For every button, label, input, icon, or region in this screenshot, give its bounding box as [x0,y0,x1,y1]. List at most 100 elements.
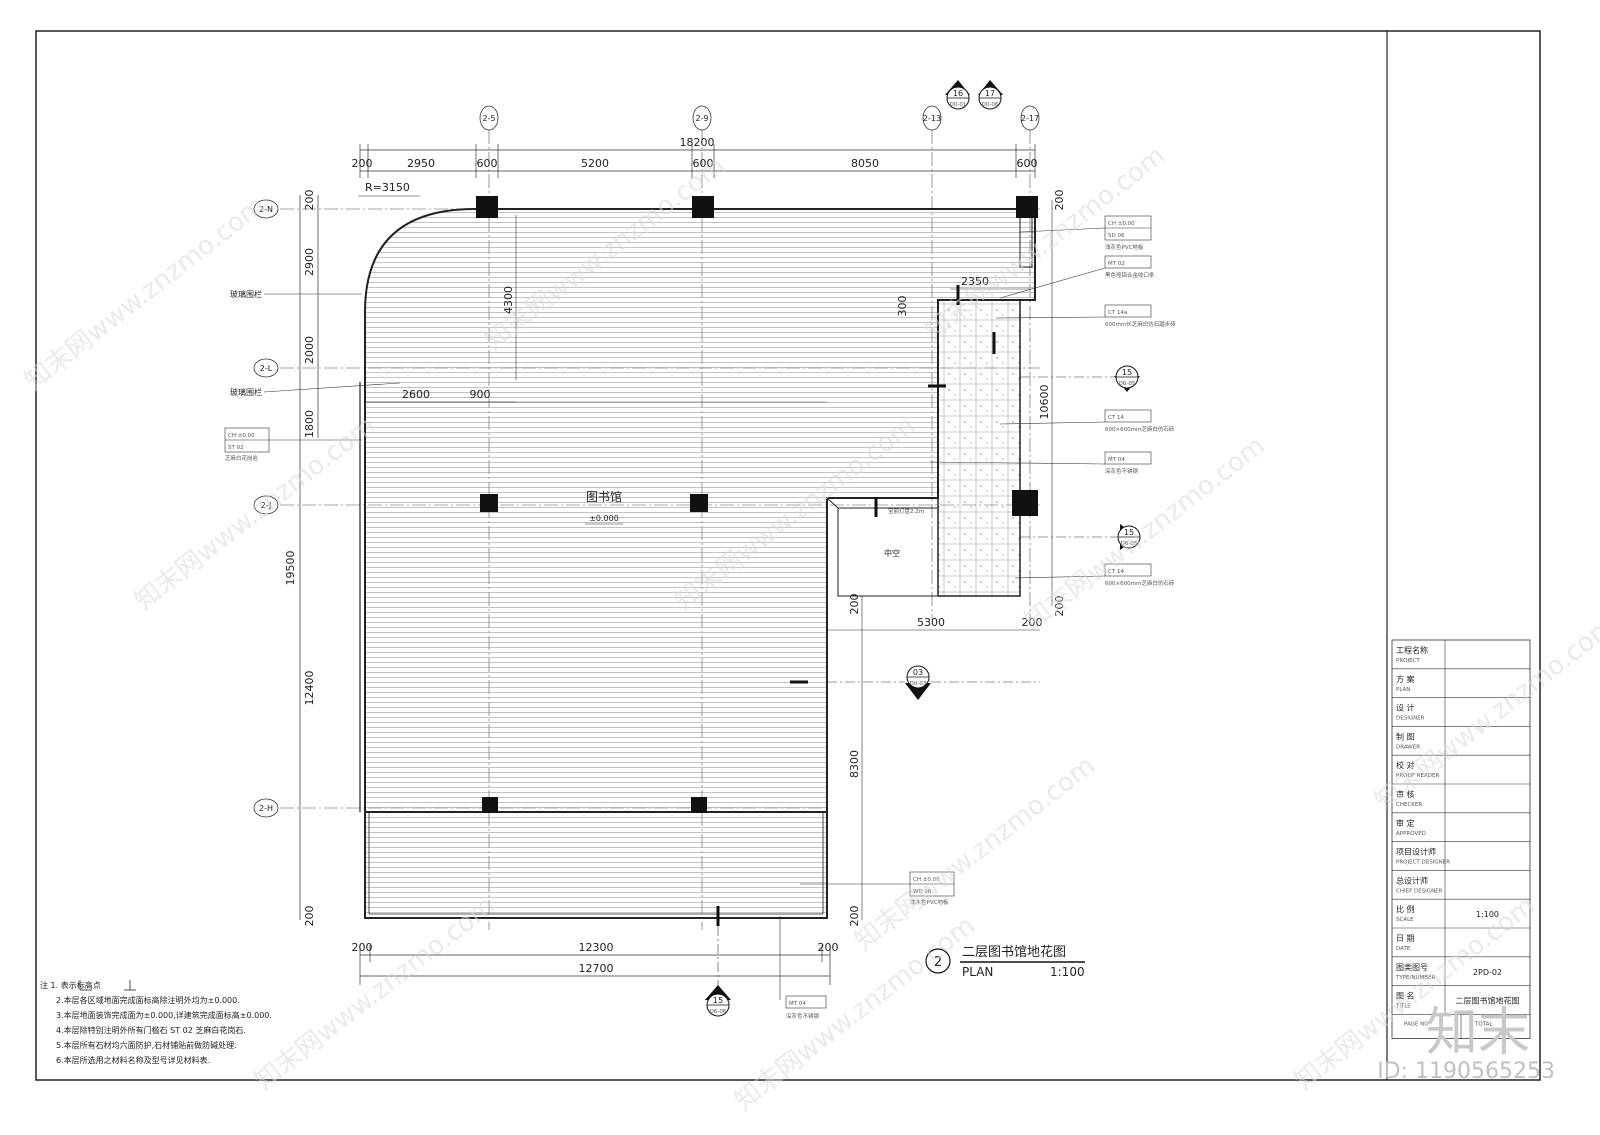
section-mark-15-right-1 [1020,365,1140,392]
section-15-r1-num: 15 [1122,368,1132,377]
tb-label-en-7: APPROVED [1396,831,1426,837]
tb-label-5: 校 对 [1396,760,1415,770]
tb-label-en-1: PROJECT [1396,658,1420,664]
note-line-3: 3.本层地面装饰完成面为±0.000,详建筑完成面标高±0.000. [56,1010,272,1020]
dim-2350: 2350 [961,275,989,288]
tb-label-en-8: PROJECT DESIGNER [1396,860,1450,866]
dim-top-seg-5: 600 [693,157,714,170]
dim-4300: 4300 [502,286,515,314]
tb-total: TOTAL [1474,1021,1493,1027]
dim-5300: 5300 [917,616,945,629]
note-line-1: 注 1. 表示标高点 [40,980,101,990]
note-line-5: 5.本层所有石材均六面防护,石材铺贴前做防碱处理. [56,1040,237,1050]
tb-label-en-2: PLAN [1396,687,1410,693]
tb-label-8: 项目设计师 [1396,847,1436,857]
tb-label-4: 制 图 [1396,731,1415,741]
annot-steel-tag [779,916,827,1009]
section-17-ref: D0-06 [982,102,999,108]
plan-number-circle [925,948,951,974]
right-annot-5: MT 04 深灰色不锈钢 [929,451,1152,475]
section-17-num: 17 [985,89,995,98]
watermark-id: ID: 1190565253 [1377,1059,1555,1084]
dim-200-b: 200 [848,594,861,615]
tb-value-13: 二层图书馆地花图 [1456,996,1520,1006]
floor-code-2: WD 06 [913,889,932,895]
section-15-b-ref: D6-06 [710,1009,727,1015]
grid-label-left-4: 2-H [259,804,273,813]
section-mark-15-bottom [705,926,731,1017]
tb-label-9: 总设计师 [1396,875,1428,885]
dim-top-seg-3: 600 [477,157,498,170]
sheet-border [35,30,1541,1081]
dim-bottom-total: 12700 [579,962,614,975]
atrium-label: 中空 [884,548,900,558]
grid-label-left-2: 2-L [260,364,273,373]
dim-300: 300 [896,296,909,317]
dim-top-seg-6: 8050 [851,157,879,170]
tb-label-en-9: CHIEF DESIGNER [1396,888,1443,894]
tb-page-no: PAGE NO [1404,1021,1429,1027]
plan-title-en: PLAN [962,965,993,979]
tb-label-en-4: DRAWER [1396,744,1420,750]
dim-top-seg-7: 600 [1017,157,1038,170]
atrium-void [837,507,939,597]
steel-code: MT 04 [789,1001,806,1007]
dim-bottom-inner-3: 200 [818,941,839,954]
top-grid-bubbles [479,105,1040,131]
right-annot-text-2: 黑色哑铝合金收口条 [1105,271,1155,279]
watermark-text-4: 知末网www.znzmo.com [129,411,381,617]
dim-2600: 2600 [402,388,430,401]
tb-label-en-11: DATE [1396,946,1411,952]
room-level: ±0.000 [589,514,619,523]
plan-number: 2 [934,955,942,970]
watermark-text-8: 知末网www.znzmo.com [249,891,501,1097]
watermark-text-6: 知末网www.znzmo.com [1019,431,1271,637]
dim-top-seg-1: 200 [352,157,373,170]
level-symbol [79,980,136,991]
plan-scale: 1:100 [1050,965,1085,979]
right-annot-code-6: CT 14 [1108,569,1124,575]
right-annot-text-3: 600mm长芝麻白仿石踏步砖 [1105,320,1176,328]
watermark-text-11: 知末网www.znzmo.com [1369,611,1600,817]
tb-label-en-13: TITLE [1395,1004,1411,1010]
right-annot-code-4: CT 14 [1108,415,1124,421]
grid-label-top-1: 2-5 [482,114,495,123]
top-dimension-lines [359,144,1036,178]
tb-label-1: 工程名称 [1396,645,1428,655]
tb-label-12: 图类图号 [1396,962,1428,972]
tb-label-7: 审 定 [1396,818,1415,828]
tb-label-en-3: DESIGNER [1396,716,1425,722]
left-dimension-lines [299,195,319,920]
dim-top-total: 18200 [680,136,715,149]
right-annot-code-5: MT 04 [1108,457,1125,463]
dim-bottom-inner-1: 200 [352,941,373,954]
note-line-6: 6.本层所选用之材料名称及型号详见材料表. [56,1055,210,1065]
lower-floor-strip [364,811,828,919]
right-annot-text-1: 浅灰色PVC地板 [1105,243,1144,251]
annot-stone-tag [224,427,362,453]
tb-label-3: 设 计 [1396,703,1415,713]
right-annot-text-5: 深灰色不锈钢 [1105,467,1139,475]
annot-floor-tag [800,871,955,897]
tb-label-13: 图 名 [1396,991,1415,1001]
tb-label-en-12: TYPE/NUMBER [1395,975,1435,981]
annot-glass-rail-1: 玻璃围栏 [230,289,262,299]
tb-label-11: 日 期 [1396,934,1415,943]
section-mark-17 [978,80,1003,110]
watermark-logo: 知末 [1426,1003,1530,1063]
grid-label-top-2: 2-9 [695,114,708,123]
dim-bottom-inner-2: 12300 [579,941,614,954]
grid-label-left-1: 2-N [259,205,273,214]
dim-200-a: 200 [1022,616,1043,629]
dim-10600: 10600 [1038,385,1051,420]
section-16-num: 16 [953,89,963,98]
columns [476,196,1038,813]
material-break-marks [716,285,996,926]
general-notes: 注 1. 表示标高点2.本层各区域地面完成面标高除注明外均为±0.000.3.本… [40,980,272,1065]
